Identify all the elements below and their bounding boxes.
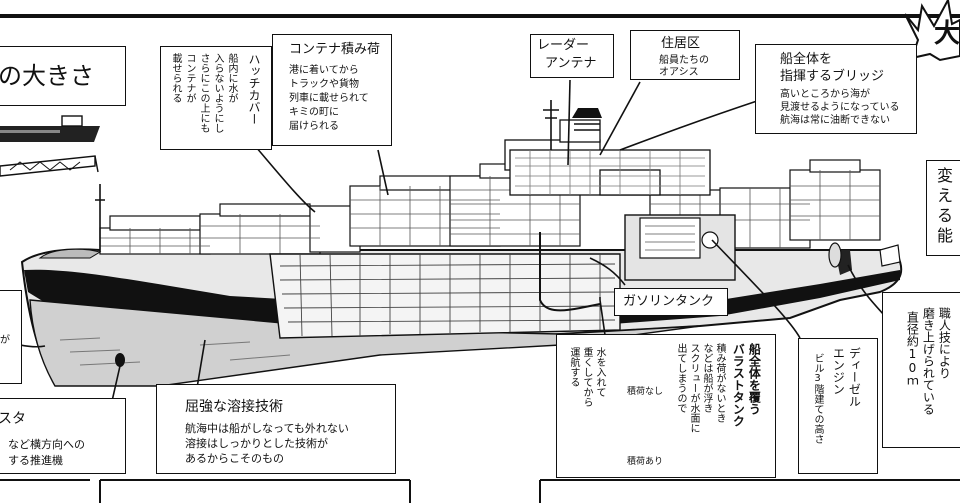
hatch-body-3: さらにこの上にも (198, 53, 209, 133)
container-body-5: 届けられる (289, 121, 339, 132)
radar-label-2: アンテナ (545, 56, 597, 71)
right-partial-1: 変 (937, 166, 954, 185)
gasoline-tank-box: ガソリンタンク (614, 288, 728, 316)
bridge-body-2: 見渡せるようになっている (780, 102, 900, 113)
ballast-body-3: スクリューが水面に (688, 343, 699, 433)
welding-body-1: 航海中は船がしなっても外れない (185, 422, 349, 435)
with-cargo-label: 積荷あり (627, 457, 664, 467)
living-sub: 船員たちの (659, 55, 709, 66)
container-cargo-box: コンテナ積み荷 港に着いてから トラックや貨物 列車に載せられて キミの町に 届… (272, 34, 392, 146)
ballast-body-2: などは船が浮き (701, 343, 712, 413)
bridge-box: 船全体を 指揮するブリッジ 高いところから海が 見渡せるようになっている 航海は… (755, 44, 917, 134)
ballast-title-2: バラストタンク (731, 343, 746, 427)
container-body-1: 港に着いてから (289, 65, 359, 76)
thruster-body-1: など横方向への (8, 438, 85, 451)
welding-title: 屈強な溶接技術 (185, 399, 283, 415)
diesel-engine-box: ディーゼル エンジン ビル3階建ての高さ (798, 338, 878, 474)
ballast-tank-box: 船全体を覆う バラストタンク 積み荷がないとき などは船が浮き スクリューが水面… (556, 334, 776, 478)
ballast-body-1: 積み荷がないとき (714, 343, 725, 423)
left-partial-box: が (0, 290, 22, 384)
ballast-side-3: 運航する (568, 347, 579, 387)
page-title-partial: の大きさ (0, 62, 94, 90)
diesel-title-2: エンジン (831, 347, 846, 395)
radar-label-box: レーダー アンテナ (530, 34, 614, 78)
container-body-4: キミの町に (289, 107, 339, 118)
ballast-body-4: 出てしまうので (675, 343, 686, 413)
right-partial-3: る (937, 206, 954, 225)
left-partial-text: が (0, 335, 10, 346)
hatch-body-2: 入らないようにし (212, 53, 223, 133)
living-sub2: オアシス (659, 67, 699, 78)
propeller-line-2: 磨き上げられている (921, 307, 936, 415)
propeller-line-3: 直径約10ｍ (905, 311, 920, 387)
hatch-body-1: 船内に水が (226, 53, 237, 103)
diesel-body: ビル3階建ての高さ (812, 353, 823, 444)
container-title: コンテナ積み荷 (289, 42, 381, 57)
ballast-side-2: 重くしてから (581, 347, 592, 407)
bridge-body-3: 航海は常に油断できない (780, 115, 890, 126)
hatch-title: ハッチカバー (247, 53, 261, 125)
ballast-side-1: 水を入れて (594, 347, 605, 397)
gasoline-tank-label: ガソリンタンク (623, 294, 715, 309)
bridge-body-1: 高いところから海が (780, 89, 870, 100)
welding-body-2: 溶接はしっかりとした技術が (185, 437, 328, 450)
right-partial-box: 変 え る 能 (926, 160, 960, 256)
thruster-box: スタ など横方向への する推進機 (0, 398, 126, 474)
living-quarters-box: 住居区 船員たちの オアシス (630, 30, 740, 80)
thruster-body-2: する推進機 (8, 454, 63, 467)
container-body-2: トラックや貨物 (289, 79, 359, 90)
bridge-title-1: 船全体を (780, 52, 833, 67)
right-partial-4: 能 (937, 226, 954, 245)
ballast-title-1: 船全体を覆う (747, 343, 762, 415)
right-partial-2: え (937, 186, 954, 205)
living-title: 住居区 (661, 36, 701, 51)
hatch-cover-box: ハッチカバー 船内に水が 入らないようにし さらにこの上にも コンテナが 載せら… (160, 46, 272, 150)
no-cargo-label: 積荷なし (627, 387, 664, 397)
propeller-box: 職人技により 磨き上げられている 直径約10ｍ (882, 292, 960, 448)
propeller-line-1: 職人技により (937, 307, 952, 379)
thruster-title: スタ (0, 411, 26, 427)
diesel-title-1: ディーゼル (847, 347, 862, 407)
welding-box: 屈強な溶接技術 航海中は船がしなっても外れない 溶接はしっかりとした技術が ある… (156, 384, 396, 474)
title-box: の大きさ (0, 46, 126, 106)
hatch-body-4: コンテナが (184, 53, 195, 103)
container-body-3: 列車に載せられて (289, 93, 369, 104)
welding-body-3: あるからこそのもの (185, 452, 284, 465)
hatch-body-5: 載せられる (170, 53, 181, 103)
bridge-title-2: 指揮するブリッジ (780, 69, 885, 84)
burst-char: 大 (934, 19, 960, 49)
radar-label-1: レーダー (537, 38, 590, 53)
